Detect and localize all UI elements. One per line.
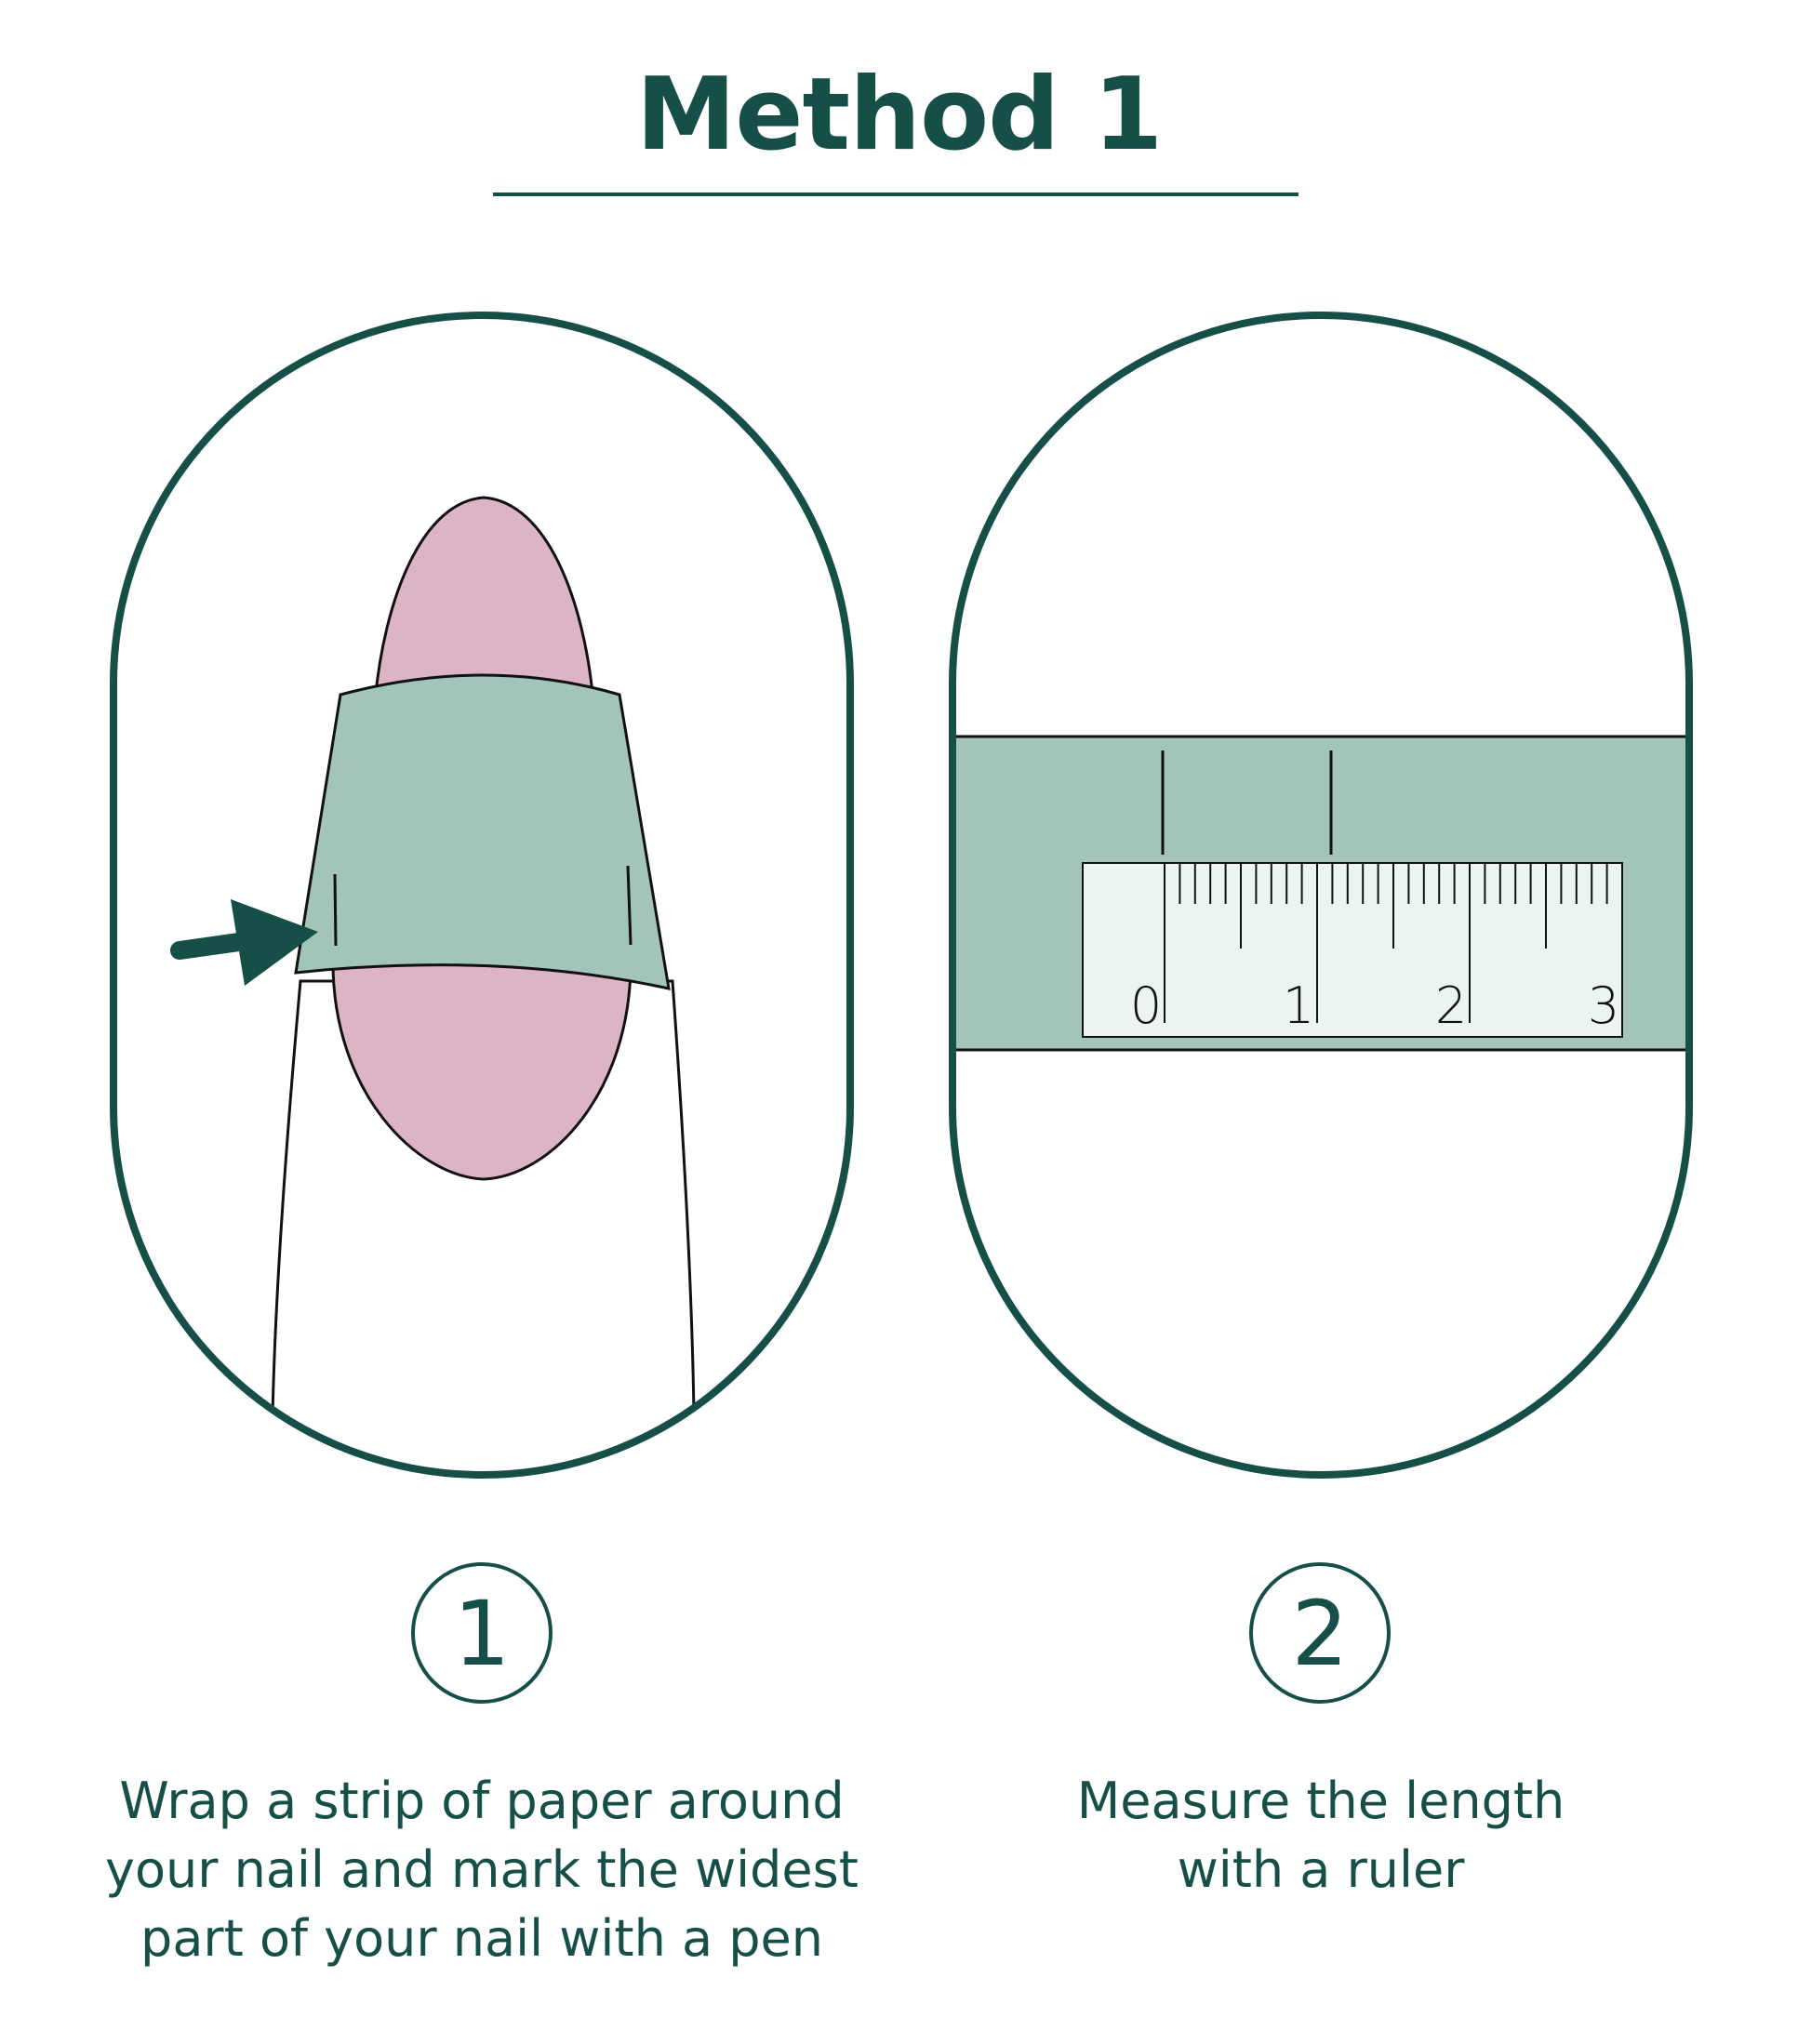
paper-strip	[294, 673, 671, 990]
step-number-1: 1	[411, 1562, 553, 1704]
step-2-caption: Measure the length with a ruler	[921, 1767, 1721, 1905]
step-1-caption: Wrap a strip of paper around your nail a…	[82, 1767, 882, 1973]
capsule-frame-2	[949, 312, 1693, 1479]
step-number-2: 2	[1249, 1562, 1391, 1704]
caption-line: Wrap a strip of paper around	[119, 1772, 845, 1830]
ruler-label: 3	[1588, 976, 1619, 1035]
arrow-icon	[170, 899, 318, 986]
ruler-label: 0	[1130, 976, 1162, 1035]
finger-wrap-illustration	[110, 312, 854, 1479]
caption-line: your nail and mark the widest	[105, 1840, 859, 1899]
pen-mark-right	[626, 865, 633, 946]
ruler-label: 1	[1283, 976, 1314, 1035]
ruler: 0 1 2 3	[1082, 862, 1623, 1038]
caption-line: with a ruler	[1177, 1840, 1465, 1899]
ruler-measure-illustration: 0 1 2 3	[949, 312, 1693, 1479]
caption-line: part of your nail with a pen	[140, 1909, 823, 1968]
step-1-illustration	[110, 312, 854, 1479]
caption-line: Measure the length	[1076, 1772, 1565, 1830]
capsule-frame-1	[110, 312, 854, 1479]
title-underline	[493, 192, 1299, 196]
pen-mark-left	[333, 873, 338, 947]
ruler-label: 2	[1435, 976, 1467, 1035]
step-2-illustration: 0 1 2 3	[949, 312, 1693, 1479]
page-title: Method 1	[635, 57, 1164, 173]
